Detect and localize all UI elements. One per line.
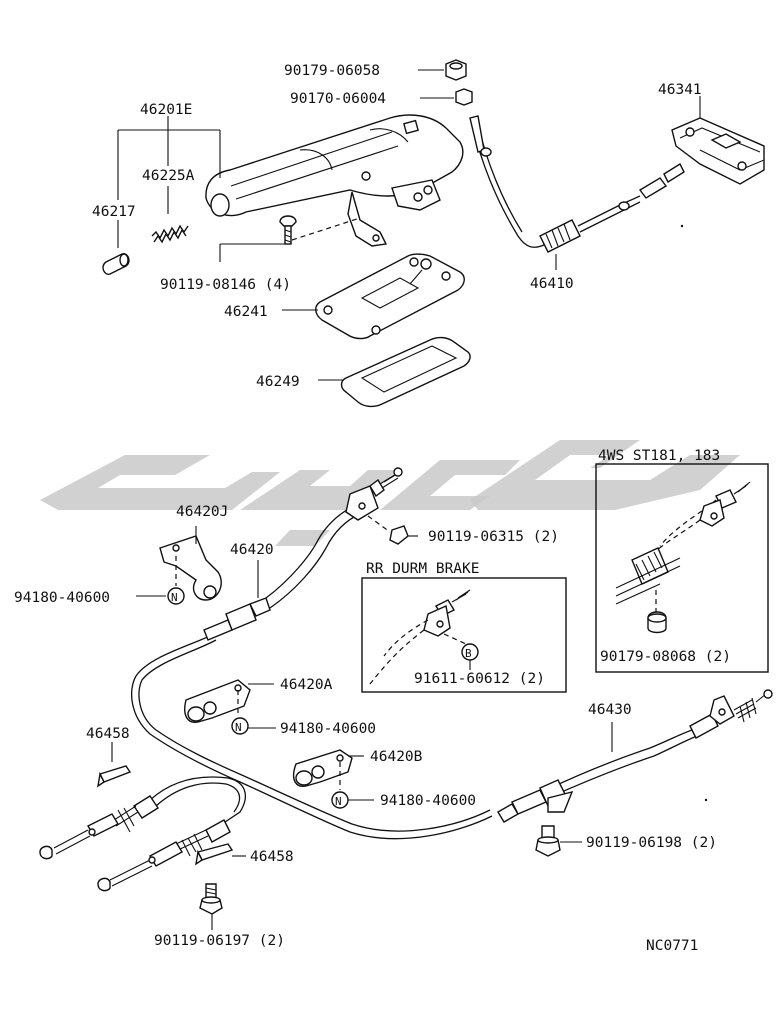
label-90179-08068: 90179-08068 (2): [600, 649, 731, 665]
equalizer-46341: [671, 96, 765, 185]
marker-b: B: [465, 647, 472, 660]
rr-drum-brake-box: [361, 577, 567, 693]
label-46341: 46341: [658, 82, 702, 98]
label-90170-06004: 90170-06004: [290, 91, 386, 107]
label-90119-06315: 90119-06315 (2): [428, 529, 559, 545]
pin-46217: [102, 253, 130, 275]
label-46458-b: 46458: [250, 849, 294, 865]
plate-46241: [282, 253, 465, 340]
label-46420B: 46420B: [370, 749, 423, 765]
label-90119-06198: 90119-06198 (2): [586, 835, 717, 851]
rear-cable-lower-left: [39, 742, 246, 930]
spring-46225A: [151, 224, 189, 244]
marker-n-b: N: [235, 721, 242, 734]
label-46420A: 46420A: [280, 677, 333, 693]
label-46217: 46217: [92, 204, 136, 220]
label-46410: 46410: [530, 276, 574, 292]
4ws-detail-box: [595, 463, 769, 673]
boot-46249: [318, 336, 471, 408]
nut-90179-06058: [418, 59, 467, 81]
bracket-46420J: [136, 526, 222, 605]
label-94180-40600-a: 94180-40600: [14, 590, 110, 606]
label-46201E: 46201E: [140, 102, 192, 118]
marker-n-c: N: [335, 795, 342, 808]
label-46430: 46430: [588, 702, 632, 718]
label-90119-08146: 90119-08146 (4): [160, 277, 291, 293]
hand-brake-lever: [205, 114, 464, 247]
figure-code: NC0771: [646, 938, 698, 954]
label-46420J: 46420J: [176, 504, 228, 520]
label-46420: 46420: [230, 542, 274, 558]
bolt-90119-08146: [219, 215, 361, 262]
part-labels: 90179-06058 90170-06004 46201E 46225A 46…: [14, 63, 731, 954]
label-94180-40600-b: 94180-40600: [280, 721, 376, 737]
front-cable-46410: [469, 115, 685, 270]
marker-letters: N N N B: [171, 591, 479, 808]
label-94180-40600-c: 94180-40600: [380, 793, 476, 809]
label-46241: 46241: [224, 304, 268, 320]
label-46225A: 46225A: [142, 168, 195, 184]
label-46458-a: 46458: [86, 726, 130, 742]
nut-90170-06004: [420, 88, 473, 106]
stray-marks: [680, 224, 708, 802]
label-90179-06058: 90179-06058: [284, 63, 380, 79]
rear-cable-46430: [497, 689, 773, 857]
leader-lines-lever: [117, 116, 221, 248]
marker-n-a: N: [171, 591, 178, 604]
label-90119-06197: 90119-06197 (2): [154, 933, 285, 949]
label-46249: 46249: [256, 374, 300, 390]
label-91611-60612: 91611-60612 (2): [414, 671, 545, 687]
rear-cable-46420: [130, 467, 493, 840]
rr-drum-brake-title: RR DURM BRAKE: [366, 561, 480, 577]
4ws-box-title: 4WS ST181, 183: [598, 448, 720, 464]
